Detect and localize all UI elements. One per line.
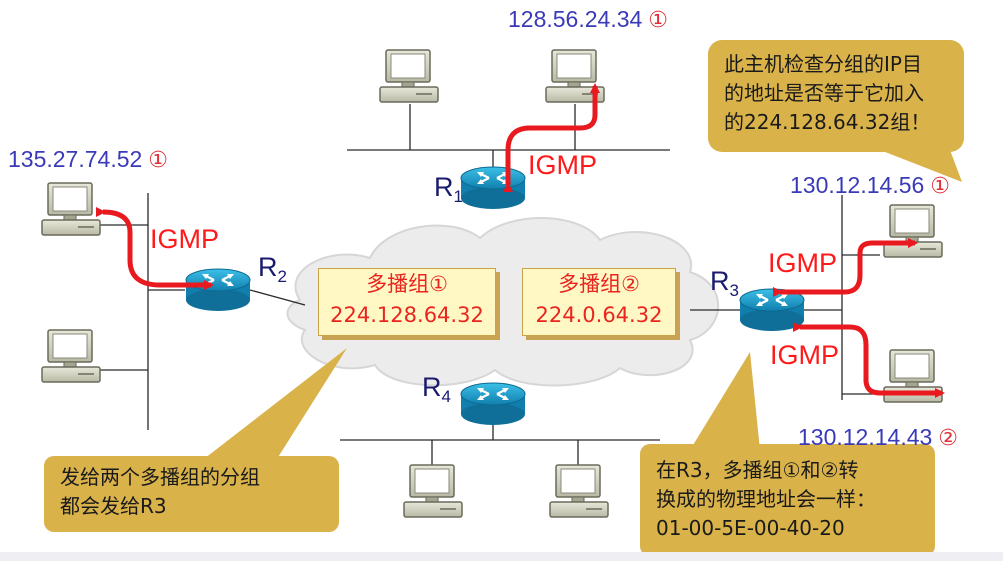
- callout-bottom-right-line: 换成的物理地址会一样：: [656, 487, 876, 511]
- group-1-name: 多播组①: [366, 272, 448, 296]
- host-left-lower-icon: [41, 329, 101, 383]
- callout-bottom-right-shape: [640, 352, 935, 556]
- multicast-group-2-box: 多播组② 224.0.64.32: [522, 268, 676, 336]
- callout-bottom-left-shape: [44, 348, 347, 532]
- host-top-mark: ①: [648, 8, 669, 33]
- callout-top-right-line: 的地址是否等于它加入: [724, 81, 924, 105]
- router-r2-icon: [184, 267, 252, 313]
- router-r2-label: R2: [258, 252, 287, 287]
- host-right2-ip: 130.12.14.43: [798, 424, 933, 450]
- router-r3-sub: 3: [729, 281, 739, 300]
- host-left-mark: ①: [148, 148, 169, 173]
- router-r3-icon: [738, 287, 806, 333]
- callout-bottom-right-line: 在R3，多播组①和②转: [656, 458, 859, 482]
- callout-bottom-left-line: 发给两个多播组的分组: [60, 465, 260, 489]
- multicast-group-1-box: 多播组① 224.128.64.32: [318, 268, 496, 336]
- router-r1-icon: [459, 165, 527, 211]
- host-right1-mark: ①: [930, 174, 951, 199]
- callout-top-right-line: 此主机检查分组的IP目: [724, 52, 922, 76]
- host-left-ip: 135.27.74.52: [8, 146, 143, 172]
- group-1-address: 224.128.64.32: [330, 303, 484, 327]
- router-r3-letter: R: [710, 266, 730, 296]
- router-r4-label: R4: [422, 372, 451, 407]
- host-top-left-icon: [379, 49, 439, 103]
- igmp-label-r3-upper: IGMP: [768, 248, 838, 278]
- router-r1-letter: R: [434, 172, 454, 202]
- router-r2-letter: R: [258, 252, 278, 282]
- callout-top-right-text: 此主机检查分组的IP目 的地址是否等于它加入 的224.128.64.32组！: [724, 50, 930, 137]
- group-2-name: 多播组②: [558, 272, 640, 296]
- bottom-bar: [0, 552, 1003, 561]
- router-r2-sub: 2: [277, 267, 287, 286]
- host-right2-mark: ②: [938, 426, 959, 451]
- callout-bottom-left-line: 都会发给R3: [60, 494, 167, 518]
- router-r4-letter: R: [422, 372, 442, 402]
- host-top-ip: 128.56.24.34: [508, 6, 643, 32]
- igmp-label-r1: IGMP: [528, 150, 598, 180]
- router-r3-label: R3: [710, 266, 739, 301]
- router-r4-icon: [459, 381, 527, 427]
- igmp-label-r2: IGMP: [150, 224, 220, 254]
- igmp-arrows: [95, 83, 945, 398]
- router-r4-sub: 4: [441, 387, 451, 406]
- host-right-upper-icon: [883, 204, 943, 258]
- group-2-address: 224.0.64.32: [535, 303, 663, 327]
- router-r1-label: R1: [434, 172, 463, 207]
- callout-bottom-left-text: 发给两个多播组的分组 都会发给R3: [60, 463, 260, 521]
- host-left-upper-icon: [41, 182, 101, 236]
- host-bottom-right-icon: [549, 464, 609, 518]
- callout-top-right-line: 的224.128.64.32组！: [724, 110, 931, 134]
- network-cloud: [286, 217, 720, 387]
- host-right1-ip: 130.12.14.56: [790, 172, 925, 198]
- callout-bottom-right-line: 01-00-5E-00-40-20: [656, 516, 845, 540]
- igmp-label-r3-lower: IGMP: [770, 340, 840, 370]
- callout-top-right-shape: [708, 40, 964, 182]
- callout-bottom-right-text: 在R3，多播组①和②转 换成的物理地址会一样： 01-00-5E-00-40-2…: [656, 456, 876, 543]
- router-r1-sub: 1: [453, 187, 463, 206]
- host-bottom-left-icon: [403, 464, 463, 518]
